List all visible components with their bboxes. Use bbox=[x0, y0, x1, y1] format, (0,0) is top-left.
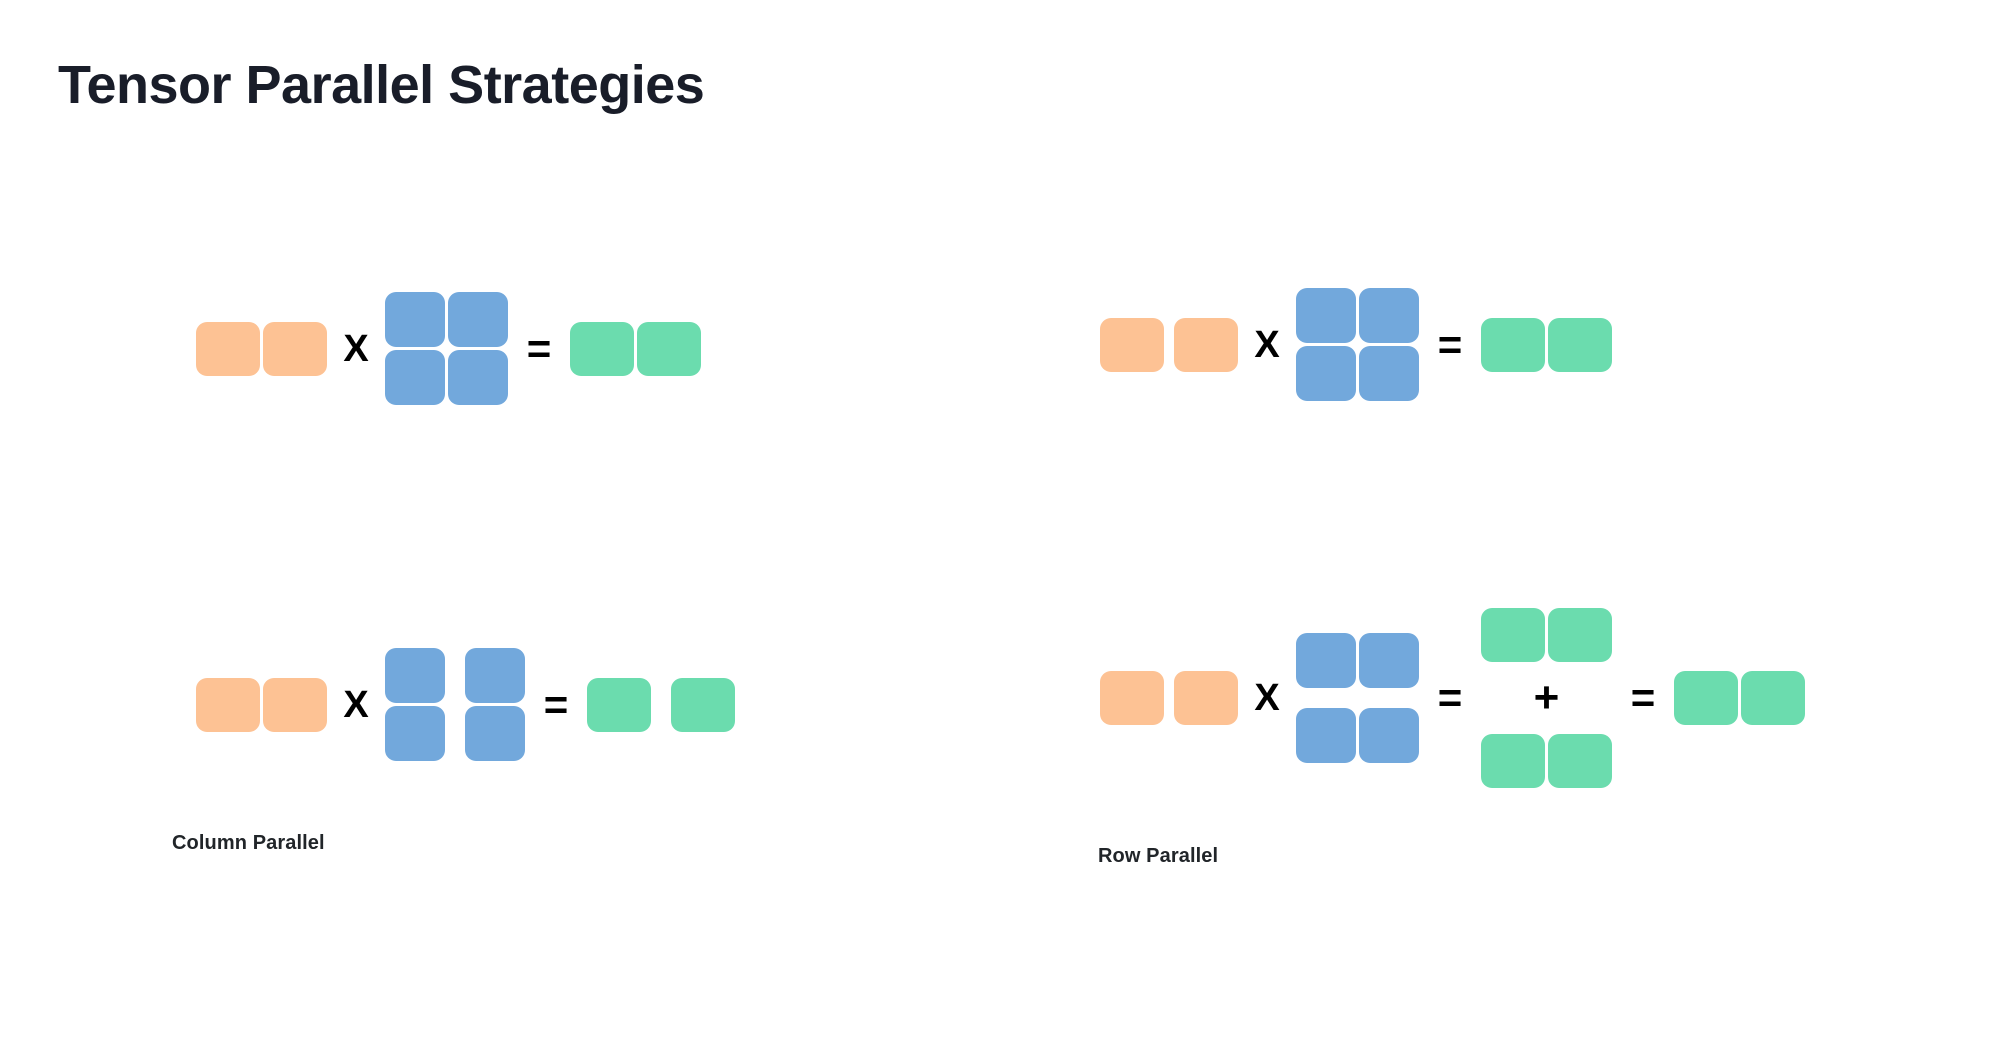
green-cell bbox=[587, 677, 651, 732]
matrix-row bbox=[1296, 633, 1419, 688]
blue-cell bbox=[448, 292, 508, 347]
green-cell bbox=[1481, 317, 1545, 372]
matrix-row bbox=[1481, 317, 1612, 372]
partial-sum-stack: + bbox=[1481, 608, 1612, 788]
blue-cell bbox=[1296, 288, 1356, 343]
matrix-row bbox=[1296, 346, 1419, 401]
equals-operator-final: = bbox=[1630, 674, 1656, 721]
matrix-row bbox=[385, 350, 508, 405]
output-activation-matrix bbox=[570, 321, 701, 376]
diagram-row-parallel-sharded: X = + = bbox=[1100, 608, 1805, 788]
orange-cell bbox=[196, 677, 260, 732]
multiply-operator: X bbox=[343, 327, 369, 370]
equals-operator: = bbox=[1437, 674, 1463, 721]
matrix-row bbox=[196, 677, 327, 732]
green-cell bbox=[1674, 671, 1738, 725]
output-activation-matrix bbox=[1674, 671, 1805, 725]
blue-cell bbox=[385, 292, 445, 347]
orange-cell bbox=[1100, 671, 1164, 725]
orange-cell bbox=[1100, 317, 1164, 372]
green-cell bbox=[1548, 608, 1612, 662]
green-cell bbox=[1548, 317, 1612, 372]
weight-matrix-row-split bbox=[1296, 633, 1419, 763]
orange-cell bbox=[263, 677, 327, 732]
diagram-column-parallel-unsharded: X = bbox=[196, 292, 701, 405]
page-title: Tensor Parallel Strategies bbox=[58, 55, 705, 115]
blue-cell bbox=[1359, 633, 1419, 688]
green-cell bbox=[1548, 734, 1612, 788]
blue-cell bbox=[1359, 708, 1419, 763]
partial-output-matrix-2 bbox=[1481, 734, 1612, 788]
green-cell bbox=[1481, 734, 1545, 788]
matrix-row bbox=[1296, 708, 1419, 763]
matrix-row bbox=[385, 648, 525, 703]
diagram-row-parallel-unsharded: X = bbox=[1100, 288, 1612, 401]
green-cell bbox=[671, 677, 735, 732]
orange-cell bbox=[1174, 317, 1238, 372]
matrix-row bbox=[1296, 288, 1419, 343]
green-cell bbox=[637, 321, 701, 376]
weight-matrix bbox=[385, 292, 508, 405]
input-activation-matrix bbox=[1100, 671, 1238, 725]
matrix-row bbox=[385, 706, 525, 761]
blue-cell bbox=[1296, 633, 1356, 688]
orange-cell bbox=[1174, 671, 1238, 725]
equals-operator: = bbox=[1437, 320, 1463, 368]
weight-matrix-column-split bbox=[385, 648, 525, 761]
blue-cell bbox=[465, 648, 525, 703]
equals-operator: = bbox=[543, 680, 569, 728]
blue-cell bbox=[448, 350, 508, 405]
green-cell bbox=[1481, 608, 1545, 662]
matrix-row bbox=[587, 677, 735, 732]
matrix-row bbox=[196, 321, 327, 376]
orange-cell bbox=[263, 321, 327, 376]
caption-column-parallel: Column Parallel bbox=[172, 832, 325, 854]
weight-matrix bbox=[1296, 288, 1419, 401]
diagram-column-parallel-sharded: X = bbox=[196, 648, 735, 761]
input-activation-matrix bbox=[196, 677, 327, 732]
green-cell bbox=[570, 321, 634, 376]
output-activation-matrix-column-split bbox=[587, 677, 735, 732]
blue-cell bbox=[1359, 346, 1419, 401]
partial-output-matrix-1 bbox=[1481, 608, 1612, 662]
multiply-operator: X bbox=[343, 683, 369, 726]
matrix-row bbox=[1481, 734, 1612, 788]
matrix-row bbox=[1481, 608, 1612, 662]
input-activation-matrix bbox=[196, 321, 327, 376]
matrix-row bbox=[1100, 317, 1238, 372]
caption-row-parallel: Row Parallel bbox=[1098, 845, 1219, 867]
blue-cell bbox=[1296, 346, 1356, 401]
blue-cell bbox=[385, 350, 445, 405]
multiply-operator: X bbox=[1254, 323, 1280, 366]
blue-cell bbox=[385, 706, 445, 761]
matrix-row bbox=[1100, 671, 1238, 725]
output-activation-matrix bbox=[1481, 317, 1612, 372]
matrix-row bbox=[570, 321, 701, 376]
input-activation-matrix bbox=[1100, 317, 1238, 372]
matrix-row bbox=[385, 292, 508, 347]
matrix-row bbox=[1674, 671, 1805, 725]
blue-cell bbox=[465, 706, 525, 761]
plus-operator: + bbox=[1533, 673, 1560, 722]
green-cell bbox=[1741, 671, 1805, 725]
blue-cell bbox=[385, 648, 445, 703]
orange-cell bbox=[196, 321, 260, 376]
equals-operator: = bbox=[526, 324, 552, 372]
blue-cell bbox=[1296, 708, 1356, 763]
multiply-operator: X bbox=[1254, 677, 1280, 719]
blue-cell bbox=[1359, 288, 1419, 343]
